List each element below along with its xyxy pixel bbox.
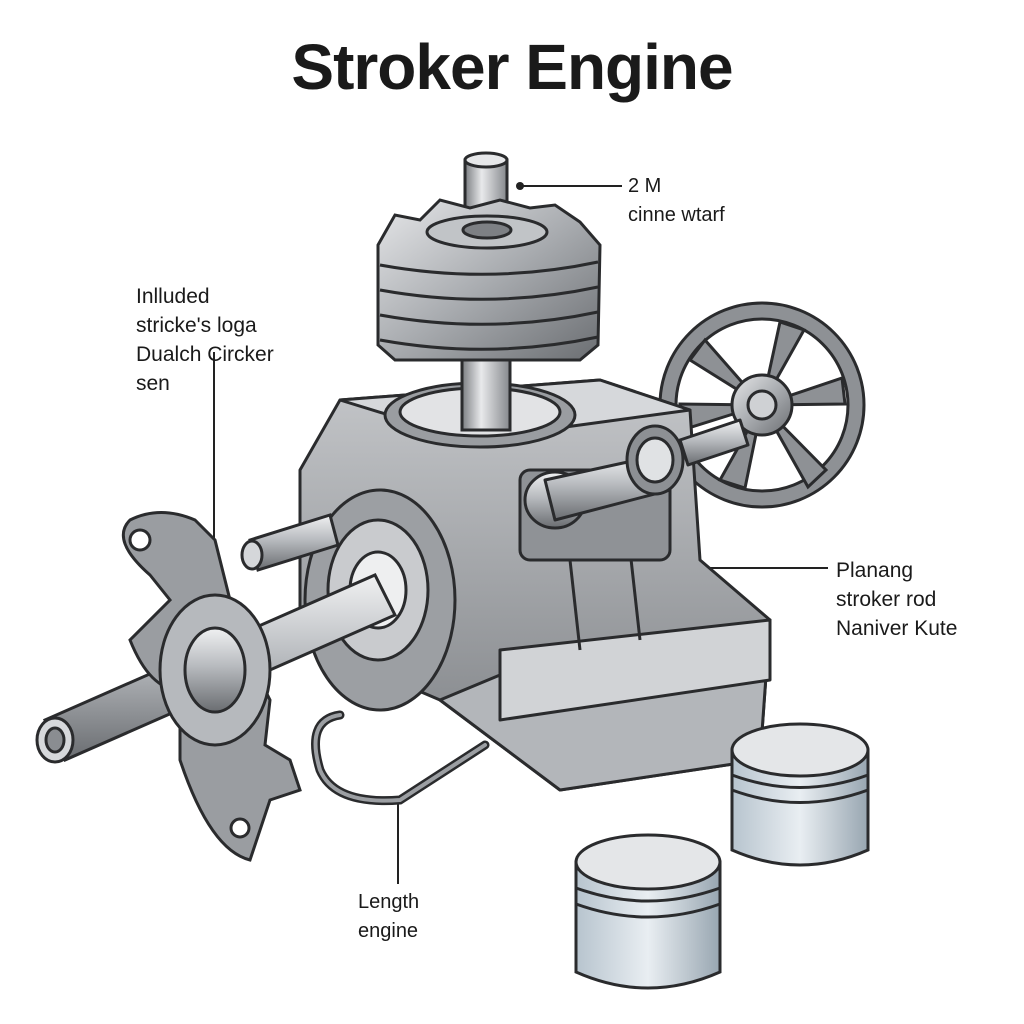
- piston-right: [730, 722, 870, 867]
- callout-left-line-2: stricke's loga: [136, 314, 257, 337]
- callout-right-line-3: Naniver Kute: [836, 617, 958, 640]
- piston-left: [574, 833, 722, 990]
- callout-left-line-4: sen: [136, 372, 170, 395]
- callout-left-line-1: Inlluded: [136, 285, 210, 308]
- callout-top-line-2: cinne wtarf: [628, 204, 725, 226]
- gear-stack: [376, 198, 602, 362]
- timing-gear: [121, 511, 302, 862]
- callout-bottom-line-1: Length: [358, 891, 420, 913]
- callout-right-line-2: stroker rod: [836, 588, 937, 611]
- callout-right-line-1: Planang: [836, 559, 914, 582]
- callout-right: Planang stroker rod Naniver Kute: [836, 556, 957, 643]
- callout-bottom: Length engine: [358, 888, 419, 946]
- oil-pipe-highlight: [313, 713, 487, 803]
- diagram-title: Stroker Engine: [291, 31, 733, 103]
- callout-left-line-3: Dualch Circker: [136, 343, 274, 366]
- callout-bottom-line-2: engine: [358, 920, 419, 942]
- leader-dot-top: [516, 182, 524, 190]
- oil-pipe: [311, 710, 490, 806]
- callout-top: 2 M cinne wtarf: [628, 172, 725, 230]
- callout-left: Inlluded stricke's loga Dualch Circker s…: [136, 282, 274, 398]
- callout-top-line-1: 2 M: [628, 175, 662, 197]
